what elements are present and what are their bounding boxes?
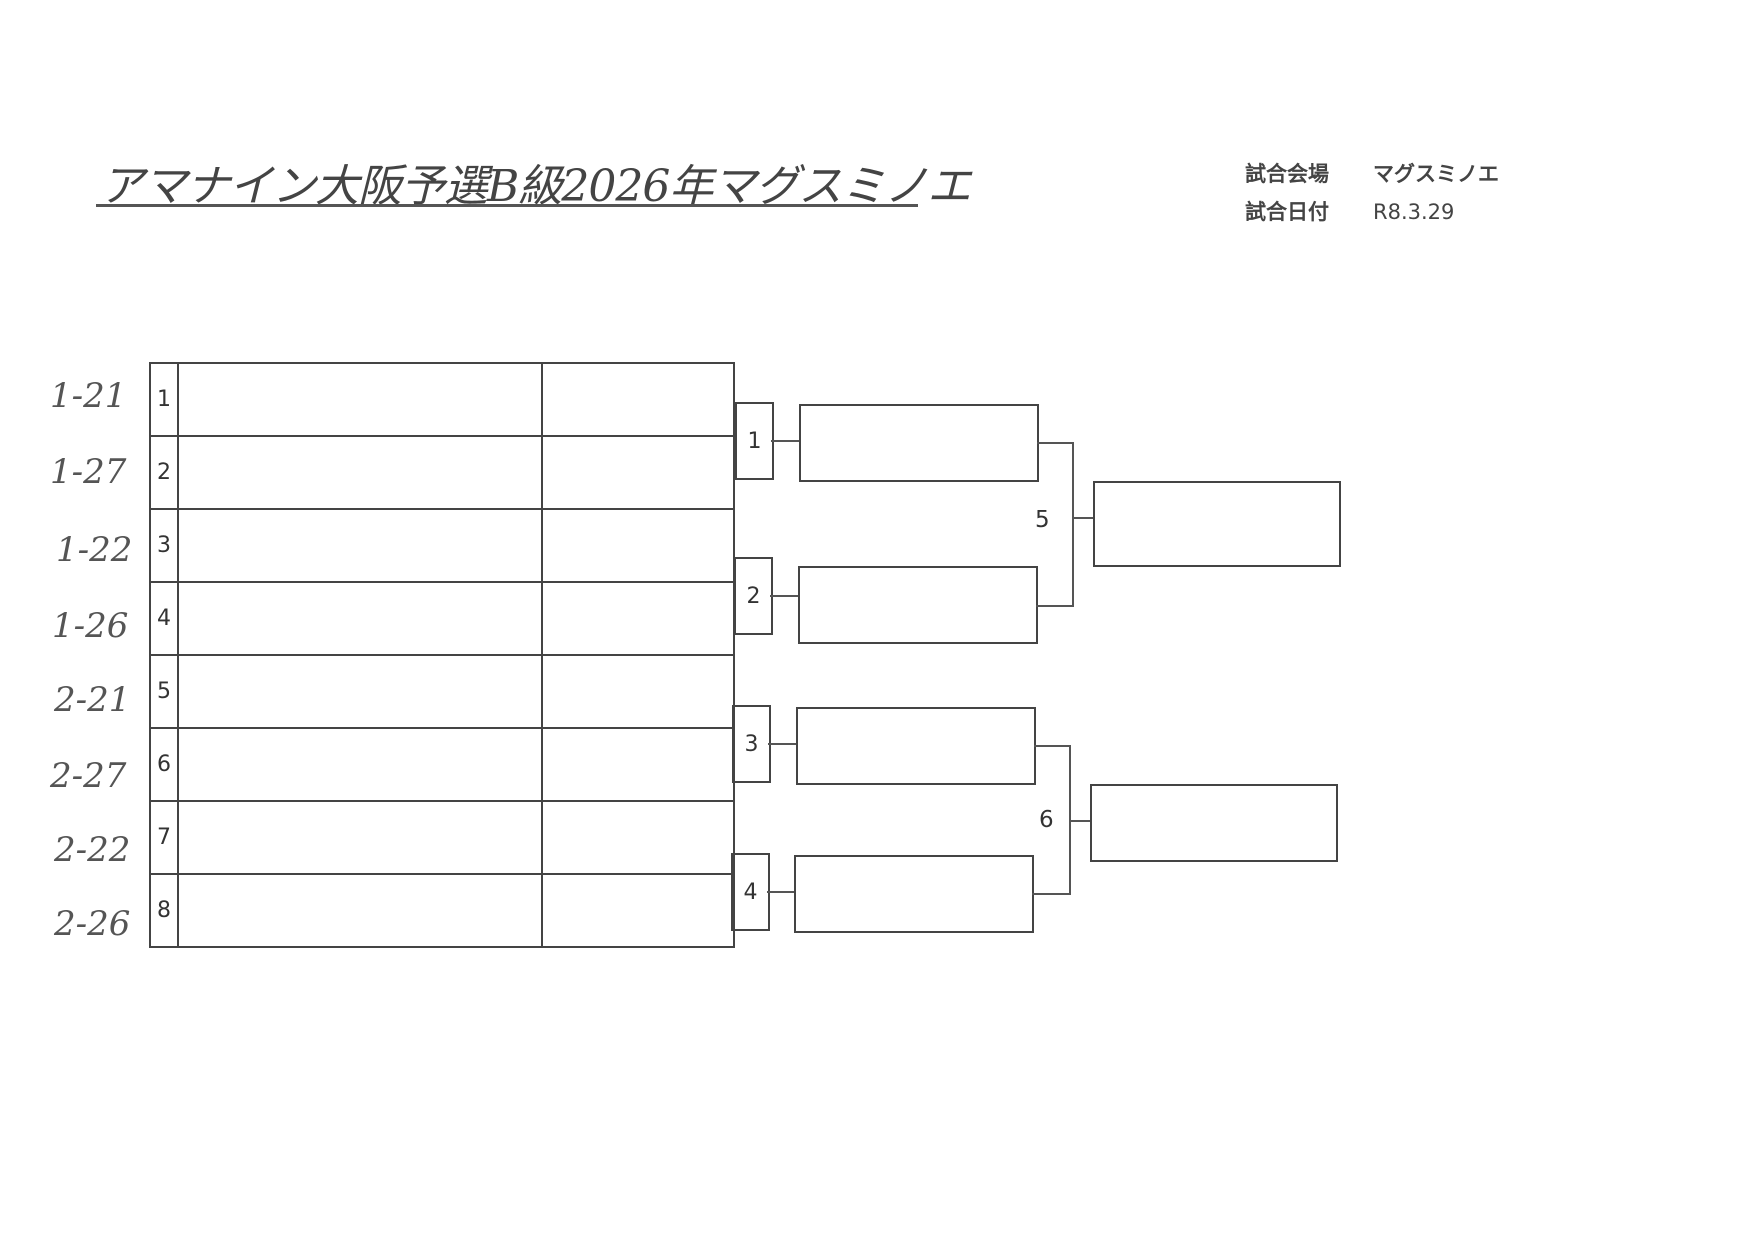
bracket-line (1034, 745, 1071, 747)
table-row: 1 (149, 362, 735, 437)
name-cell[interactable] (177, 727, 543, 802)
entry-number: 8 (149, 873, 179, 948)
date-label: 試合日付 (1245, 200, 1329, 224)
entry-number: 4 (149, 581, 179, 656)
name-cell[interactable] (177, 508, 543, 583)
table-row: 8 (149, 873, 735, 948)
table-row: 6 (149, 727, 735, 802)
entry-number: 2 (149, 435, 179, 510)
final-box[interactable] (1090, 784, 1338, 862)
name-cell[interactable] (177, 362, 543, 437)
bracket-line (767, 891, 795, 893)
table-row: 4 (149, 581, 735, 656)
team-cell[interactable] (541, 581, 735, 656)
venue-value: マグスミノエ (1373, 162, 1499, 186)
bracket-line (1069, 820, 1090, 822)
team-cell[interactable] (541, 654, 735, 729)
date-row: 試合日付 R8.3.29 (1245, 196, 1454, 226)
entry-code: 1-21 (50, 376, 127, 416)
match-number: 3 (732, 705, 771, 783)
bracket-line (1036, 605, 1074, 607)
team-cell[interactable] (541, 508, 735, 583)
entry-code: 1-27 (50, 452, 127, 492)
name-cell[interactable] (177, 581, 543, 656)
entry-number: 7 (149, 800, 179, 875)
title-underline (96, 204, 918, 207)
venue-label: 試合会場 (1245, 162, 1329, 186)
name-cell[interactable] (177, 654, 543, 729)
entry-code: 2-27 (50, 756, 127, 796)
winner-box[interactable] (799, 404, 1039, 482)
table-row: 3 (149, 508, 735, 583)
match-number: 6 (1039, 807, 1054, 833)
match-number: 2 (734, 557, 773, 635)
entry-number: 1 (149, 362, 179, 437)
bracket-line (768, 743, 796, 745)
entry-code: 1-26 (52, 606, 129, 646)
name-cell[interactable] (177, 435, 543, 510)
bracket-line (771, 440, 799, 442)
entry-code: 2-26 (54, 904, 131, 944)
table-row: 5 (149, 654, 735, 729)
entry-code: 1-22 (56, 530, 133, 570)
winner-box[interactable] (796, 707, 1036, 785)
winner-box[interactable] (794, 855, 1034, 933)
winner-box[interactable] (798, 566, 1038, 644)
bracket-line (1032, 893, 1071, 895)
entry-table: 1 2 3 4 5 6 7 8 (149, 362, 735, 948)
match-number: 1 (735, 402, 774, 480)
venue-row: 試合会場 マグスミノエ (1245, 158, 1499, 188)
team-cell[interactable] (541, 362, 735, 437)
name-cell[interactable] (177, 800, 543, 875)
table-row: 2 (149, 435, 735, 510)
bracket-line (1072, 517, 1093, 519)
team-cell[interactable] (541, 800, 735, 875)
entry-code: 2-21 (54, 680, 131, 720)
team-cell[interactable] (541, 435, 735, 510)
match-number: 5 (1035, 507, 1050, 533)
team-cell[interactable] (541, 873, 735, 948)
table-row: 7 (149, 800, 735, 875)
match-number: 4 (731, 853, 770, 931)
entry-number: 3 (149, 508, 179, 583)
final-box[interactable] (1093, 481, 1341, 567)
team-cell[interactable] (541, 727, 735, 802)
entry-code: 2-22 (54, 830, 131, 870)
bracket-line (770, 595, 798, 597)
entry-number: 5 (149, 654, 179, 729)
entry-number: 6 (149, 727, 179, 802)
sheet-title: アマナイン大阪予選B級2026年マグスミノエ (100, 161, 971, 212)
bracket-line (1072, 442, 1074, 607)
name-cell[interactable] (177, 873, 543, 948)
bracket-line (1037, 442, 1074, 444)
date-value: R8.3.29 (1373, 200, 1455, 224)
